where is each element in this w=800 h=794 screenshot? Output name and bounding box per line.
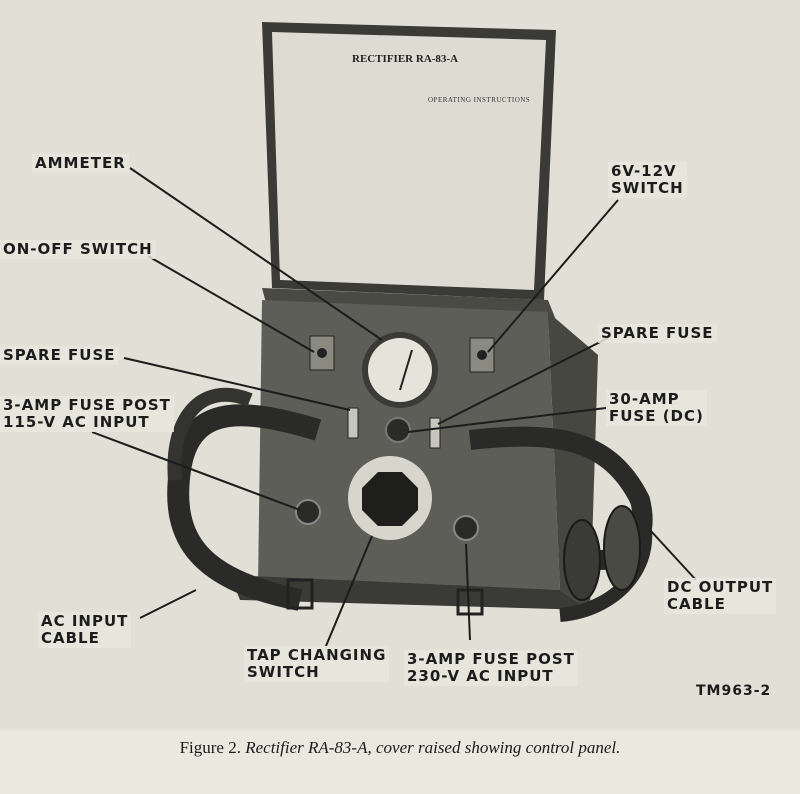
on-off-switch-knob (317, 348, 327, 358)
callout-fuse-post-115v-line2: 115-V AC INPUT (3, 413, 150, 431)
callout-ac-input-cable: AC INPUT CABLE (38, 612, 132, 648)
callout-fuse-post-115v-line1: 3-AMP FUSE POST (3, 396, 171, 414)
callout-6v-12v-line1: 6V-12V (611, 162, 677, 180)
callout-dc-output-cable: DC OUTPUT CABLE (664, 578, 777, 614)
callout-on-off-switch: ON-OFF SWITCH (0, 240, 156, 259)
figure-caption: Figure 2. Rectifier RA-83-A, cover raise… (0, 738, 800, 758)
callout-spare-fuse-left: SPARE FUSE (0, 346, 119, 365)
callout-dc-output-line1: DC OUTPUT (667, 578, 774, 596)
spare-fuse-left (347, 407, 359, 439)
callout-tap-changing-switch: TAP CHANGING SWITCH (244, 646, 390, 682)
leader-dc-cable (649, 529, 697, 581)
spare-fuse-right (429, 417, 441, 449)
callout-fuse-post-115v: 3-AMP FUSE POST 115-V AC INPUT (0, 396, 174, 432)
dc-plug-1 (563, 519, 601, 601)
figure-caption-text: Rectifier RA-83-A, cover raised showing … (240, 738, 621, 757)
6v-12v-switch-knob (477, 350, 487, 360)
callout-dc-output-line2: CABLE (667, 595, 726, 613)
callout-ammeter-text: AMMETER (35, 154, 126, 172)
leader-tap (325, 535, 373, 647)
leader-ac-cable (139, 589, 197, 619)
handle-left (286, 578, 314, 610)
callout-on-off-text: ON-OFF SWITCH (3, 240, 153, 258)
callout-tap-changing-line2: SWITCH (247, 663, 320, 681)
callout-ac-input-line1: AC INPUT (41, 612, 129, 630)
lid-inner (272, 32, 546, 290)
handle-right (456, 588, 484, 616)
leader-lines (91, 167, 697, 647)
case-base (230, 575, 590, 610)
callout-spare-fuse-right: SPARE FUSE (598, 324, 717, 343)
lid-subtitle: OPERATING INSTRUCTIONS (428, 96, 530, 104)
leader-spare-left (123, 357, 351, 411)
callout-ammeter: AMMETER (32, 154, 129, 173)
figure-id: TM963-2 (696, 683, 772, 699)
ammeter-face (368, 338, 432, 402)
callout-spare-fuse-right-text: SPARE FUSE (601, 324, 714, 342)
callout-6v-12v-line2: SWITCH (611, 179, 684, 197)
leader-115v (91, 431, 301, 511)
leader-6v-12v (487, 199, 619, 353)
callout-ac-input-line2: CABLE (41, 629, 100, 647)
callout-fuse-post-230v-line2: 230-V AC INPUT (407, 667, 554, 685)
dc-plug-2 (603, 505, 641, 591)
leader-ammeter (129, 167, 383, 341)
leader-spare-right (437, 337, 609, 425)
callout-30-amp-line1: 30-AMP (609, 390, 680, 408)
leader-30amp (407, 407, 607, 433)
rectifier-illustration: RECTIFIER RA-83-A OPERATING INSTRUCTIONS (91, 22, 697, 647)
ammeter-needle (399, 349, 413, 391)
ac-input-cable-loop (167, 387, 253, 481)
fuse-post-115v (295, 499, 321, 525)
lid-title: RECTIFIER RA-83-A (352, 53, 458, 65)
30-amp-fuse (385, 417, 411, 443)
callout-spare-fuse-left-text: SPARE FUSE (3, 346, 116, 364)
tap-changing-knob (362, 472, 418, 526)
leader-on-off (147, 255, 315, 353)
callout-fuse-post-230v-line1: 3-AMP FUSE POST (407, 650, 575, 668)
figure-caption-lead: Figure 2. (179, 738, 241, 757)
callout-30-amp-fuse: 30-AMP FUSE (DC) (606, 390, 707, 426)
callout-fuse-post-230v: 3-AMP FUSE POST 230-V AC INPUT (404, 650, 578, 686)
fuse-post-230v (453, 515, 479, 541)
callout-6v-12v-switch: 6V-12V SWITCH (608, 162, 687, 198)
photo-rectifier: RECTIFIER RA-83-A OPERATING INSTRUCTIONS (0, 22, 777, 699)
callout-tap-changing-line1: TAP CHANGING (247, 646, 387, 664)
leader-230v (465, 543, 471, 641)
callout-30-amp-line2: FUSE (DC) (609, 407, 704, 425)
